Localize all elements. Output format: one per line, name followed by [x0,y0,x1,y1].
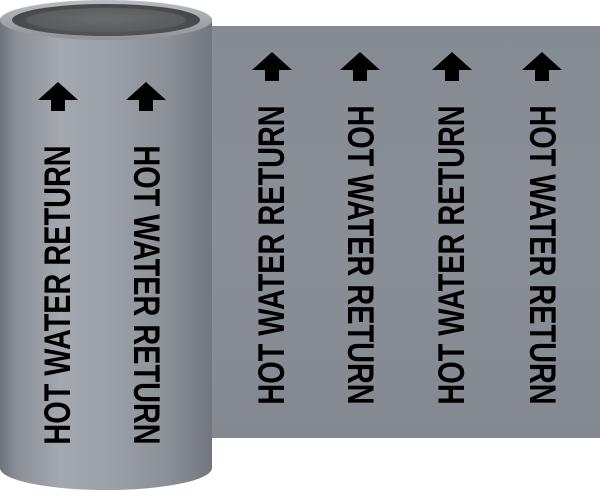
roll-label-2: HOT WATER RETURN [116,82,176,464]
legend-text: HOT WATER RETURN [522,105,563,405]
arrow-up-icon [126,82,166,111]
strip-label-3: HOT WATER RETURN [422,52,482,414]
strip-label-4: HOT WATER RETURN [512,52,572,414]
marker-roll-body [0,18,212,490]
marker-roll-core-inner [26,8,186,32]
legend-text: HOT WATER RETURN [251,105,292,405]
arrow-up-icon [340,52,380,81]
legend-text: HOT WATER RETURN [431,105,472,405]
arrow-up-icon [522,52,562,81]
strip-label-2: HOT WATER RETURN [330,52,390,414]
strip-label-1: HOT WATER RETURN [242,52,302,414]
arrow-up-icon [38,82,78,111]
arrow-up-icon [432,52,472,81]
legend-text: HOT WATER RETURN [340,105,381,405]
unrolled-marker-strip [210,26,600,438]
roll-label-1: HOT WATER RETURN [28,82,88,464]
legend-text: HOT WATER RETURN [126,145,167,445]
arrow-up-icon [252,52,292,81]
legend-text: HOT WATER RETURN [37,145,78,445]
